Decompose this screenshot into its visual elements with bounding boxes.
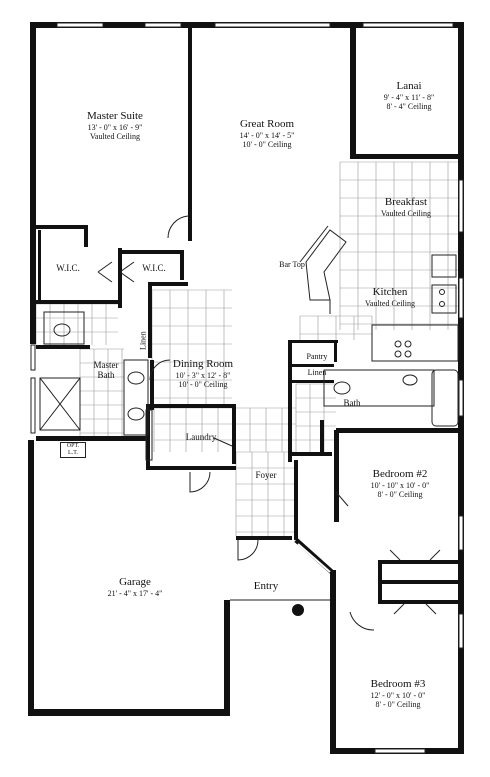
bedroom3-ceiling: 8' - 0" Ceiling [375,699,421,709]
master-suite-name: Master Suite [87,110,143,122]
bedroom2-ceiling: 8' - 0" Ceiling [377,489,423,499]
door-swings [97,215,441,631]
water-heater-icon [292,604,304,616]
great-room-name: Great Room [239,118,295,130]
label-master-bath: Master Bath [84,360,128,381]
foyer-name: Foyer [255,470,277,480]
label-laundry: Laundry [176,432,226,442]
garage-name: Garage [119,576,151,588]
dining-room-name: Dining Room [172,358,234,370]
label-pantry: Pantry [300,352,334,361]
label-bath: Bath [334,398,370,408]
label-bedroom3: Bedroom #3 12' - 0" x 10' - 0" 8' - 0" C… [350,678,446,709]
label-lanai: Lanai 9' - 4" x 11' - 8" 8' - 4" Ceiling [368,80,450,111]
lanai-dims: 9' - 4" x 11' - 8" [383,92,435,102]
lanai-ceiling: 8' - 4" Ceiling [386,101,432,111]
kitchen-name: Kitchen [372,286,408,298]
label-great-room: Great Room 14' - 0" x 14' - 5" 10' - 0" … [212,118,322,149]
linen-hall-name: Linen [138,331,148,350]
master-bath-line1: Master [93,360,119,370]
label-garage: Garage 21' - 4" x 17' - 4" [80,576,190,598]
label-linen-bath: Linen [300,368,334,377]
breakfast-ceiling: Vaulted Ceiling [381,208,431,218]
label-dining-room: Dining Room 10' - 3" x 12' - 8" 10' - 0"… [158,358,248,389]
label-foyer: Foyer [244,470,288,480]
opt-lt-line2: L.T. [68,449,78,456]
bedroom2-name: Bedroom #2 [372,468,428,480]
label-linen-hall: Linen [138,326,147,356]
bath-name: Bath [343,398,361,408]
label-kitchen: Kitchen Vaulted Ceiling [350,286,430,308]
label-master-suite: Master Suite 13' - 0" x 16' - 9" Vaulted… [70,110,160,141]
breakfast-name: Breakfast [384,196,428,208]
dining-room-ceiling: 10' - 0" Ceiling [178,379,228,389]
garage-dims: 21' - 4" x 17' - 4" [107,588,163,598]
linen-bath-name: Linen [307,368,327,377]
label-wic-left: W.I.C. [48,263,88,273]
wic-left-name: W.I.C. [56,263,80,273]
windows [30,22,464,754]
opt-lt-line1: OPT. [66,443,80,449]
bar-top-name: Bar Top [279,260,305,269]
laundry-name: Laundry [185,432,217,442]
pantry-name: Pantry [306,352,328,361]
bedroom2-dims: 10' - 10" x 10' - 0" [370,480,430,490]
lanai-name: Lanai [396,80,422,92]
bedroom3-name: Bedroom #3 [370,678,426,690]
kitchen-ceiling: Vaulted Ceiling [365,298,415,308]
label-entry: Entry [246,580,286,593]
label-wic-right: W.I.C. [134,263,174,273]
entry-name: Entry [253,580,279,592]
entry-angled-wall [294,538,336,576]
kitchen-cabinets [299,225,459,362]
label-opt-lt: OPT. L.T. [60,442,86,458]
interior-walls [36,26,462,604]
label-bedroom2: Bedroom #2 10' - 10" x 10' - 0" 8' - 0" … [352,468,448,499]
label-bar-top: Bar Top [272,260,312,269]
bath-fixtures [39,311,459,461]
bedroom3-dims: 12' - 0" x 10' - 0" [370,690,426,700]
master-suite-ceiling: Vaulted Ceiling [90,131,140,141]
label-breakfast: Breakfast Vaulted Ceiling [366,196,446,218]
master-suite-dims: 13' - 0" x 16' - 9" [87,122,143,132]
master-bath-line2: Bath [97,370,115,381]
dining-room-dims: 10' - 3" x 12' - 8" [175,370,231,380]
great-room-dims: 14' - 0" x 14' - 5" [239,130,295,140]
great-room-ceiling: 10' - 0" Ceiling [242,139,292,149]
wic-right-name: W.I.C. [142,263,166,273]
